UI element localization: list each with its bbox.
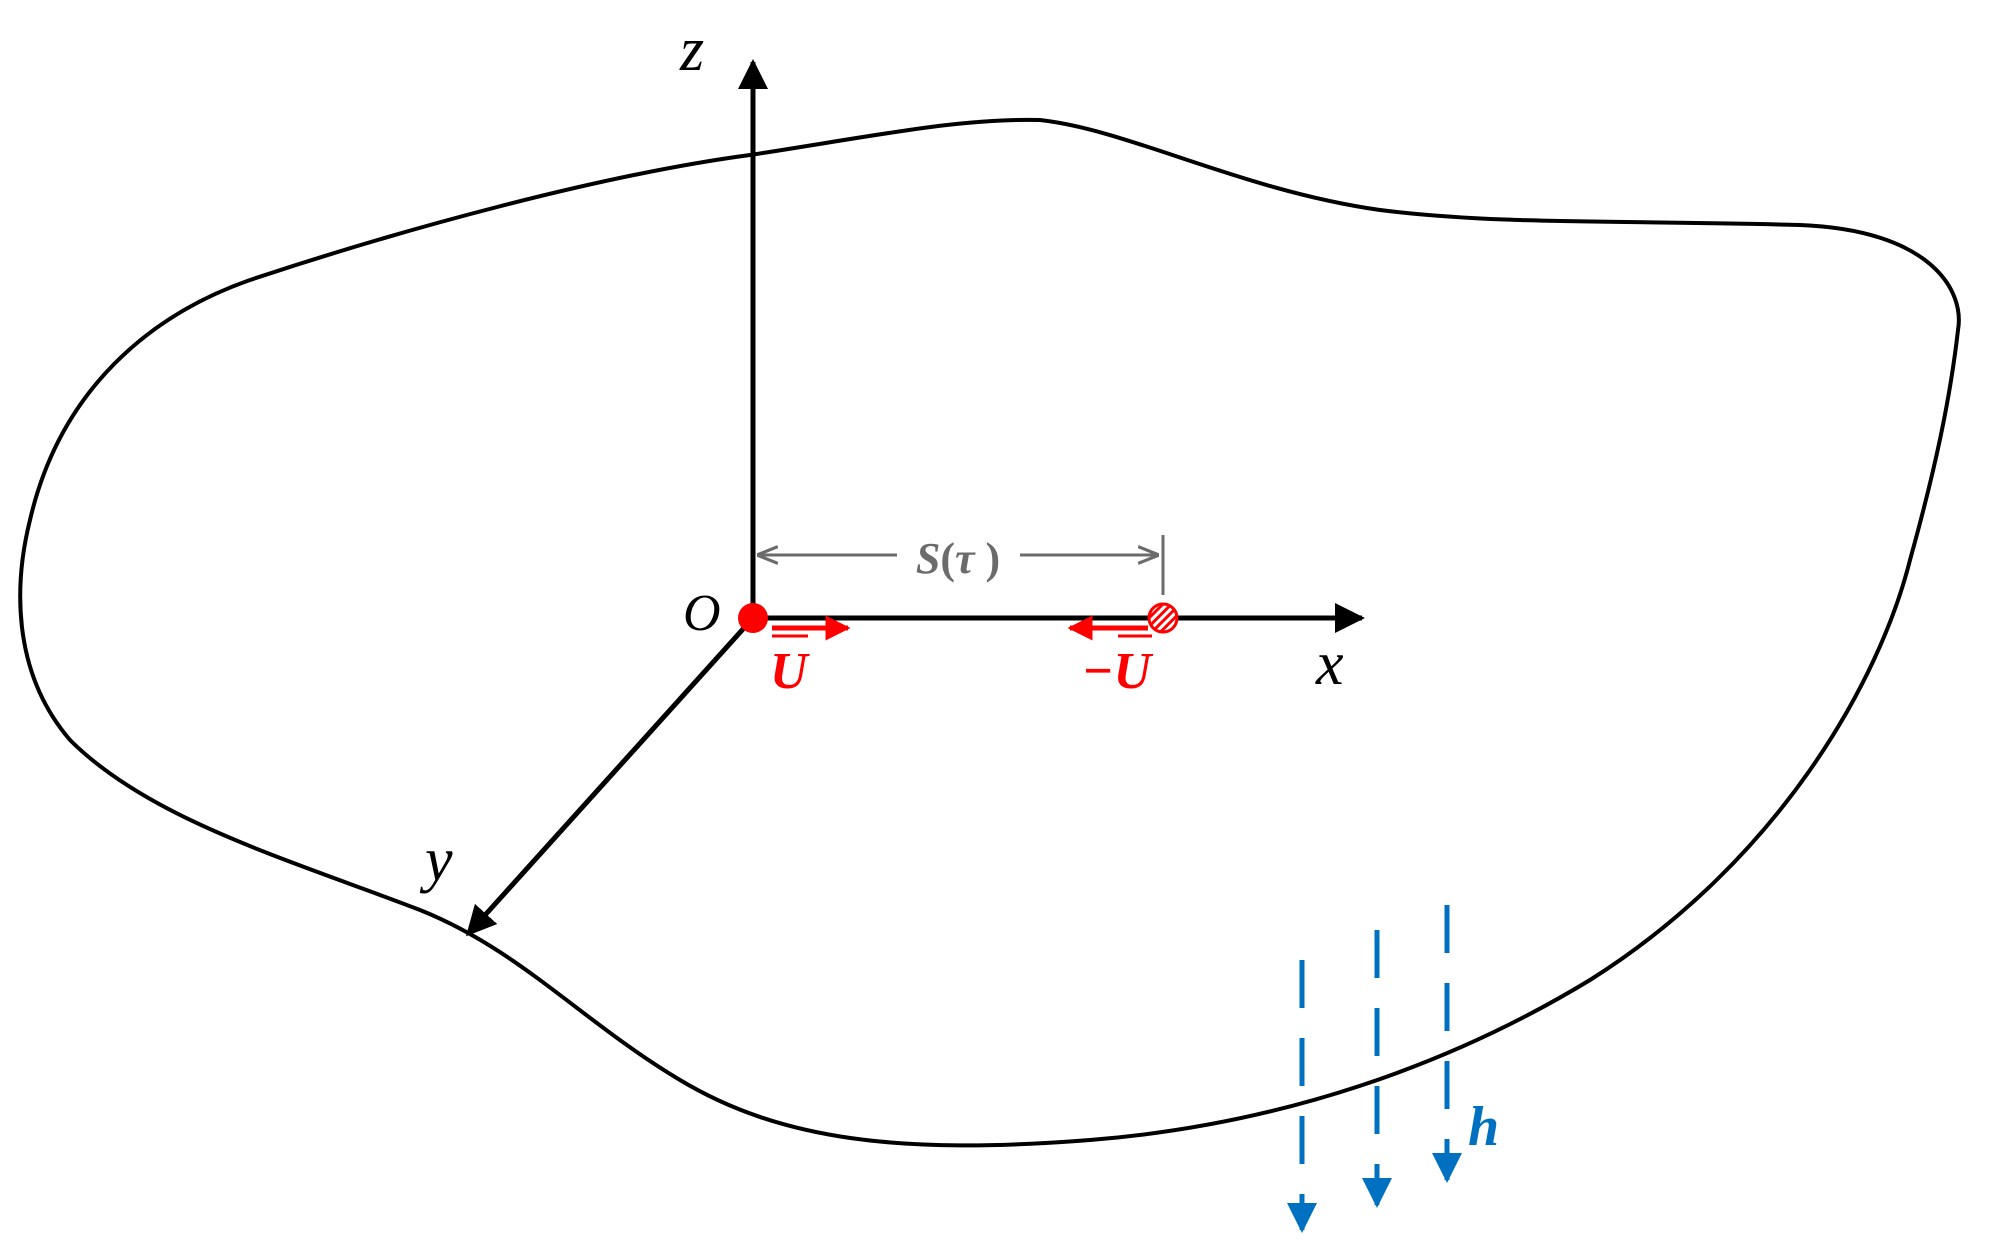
y-axis — [465, 616, 755, 937]
velocity-minus-sign: − — [1082, 643, 1114, 700]
distance-paren-open: ( — [940, 534, 955, 583]
x-axis-label: x — [1315, 630, 1344, 698]
origin-source-icon — [738, 603, 768, 633]
y-axis-label: y — [419, 826, 453, 894]
velocity-minus-u-label: −U — [1082, 643, 1154, 700]
moving-source-icon — [1147, 602, 1179, 634]
z-axis-label: z — [679, 16, 704, 84]
velocity-minus-u-symbol: U — [1114, 643, 1154, 700]
distance-label-s: S — [916, 534, 940, 583]
distance-paren-close: ) — [975, 534, 1001, 583]
thickness-label: h — [1468, 1096, 1499, 1158]
distance-label: S(τ ) — [916, 534, 1000, 583]
origin-label: O — [683, 585, 721, 642]
domain-outline — [18, 117, 1961, 1148]
distance-label-tau: τ — [955, 534, 976, 583]
velocity-u-label: U — [770, 643, 810, 700]
